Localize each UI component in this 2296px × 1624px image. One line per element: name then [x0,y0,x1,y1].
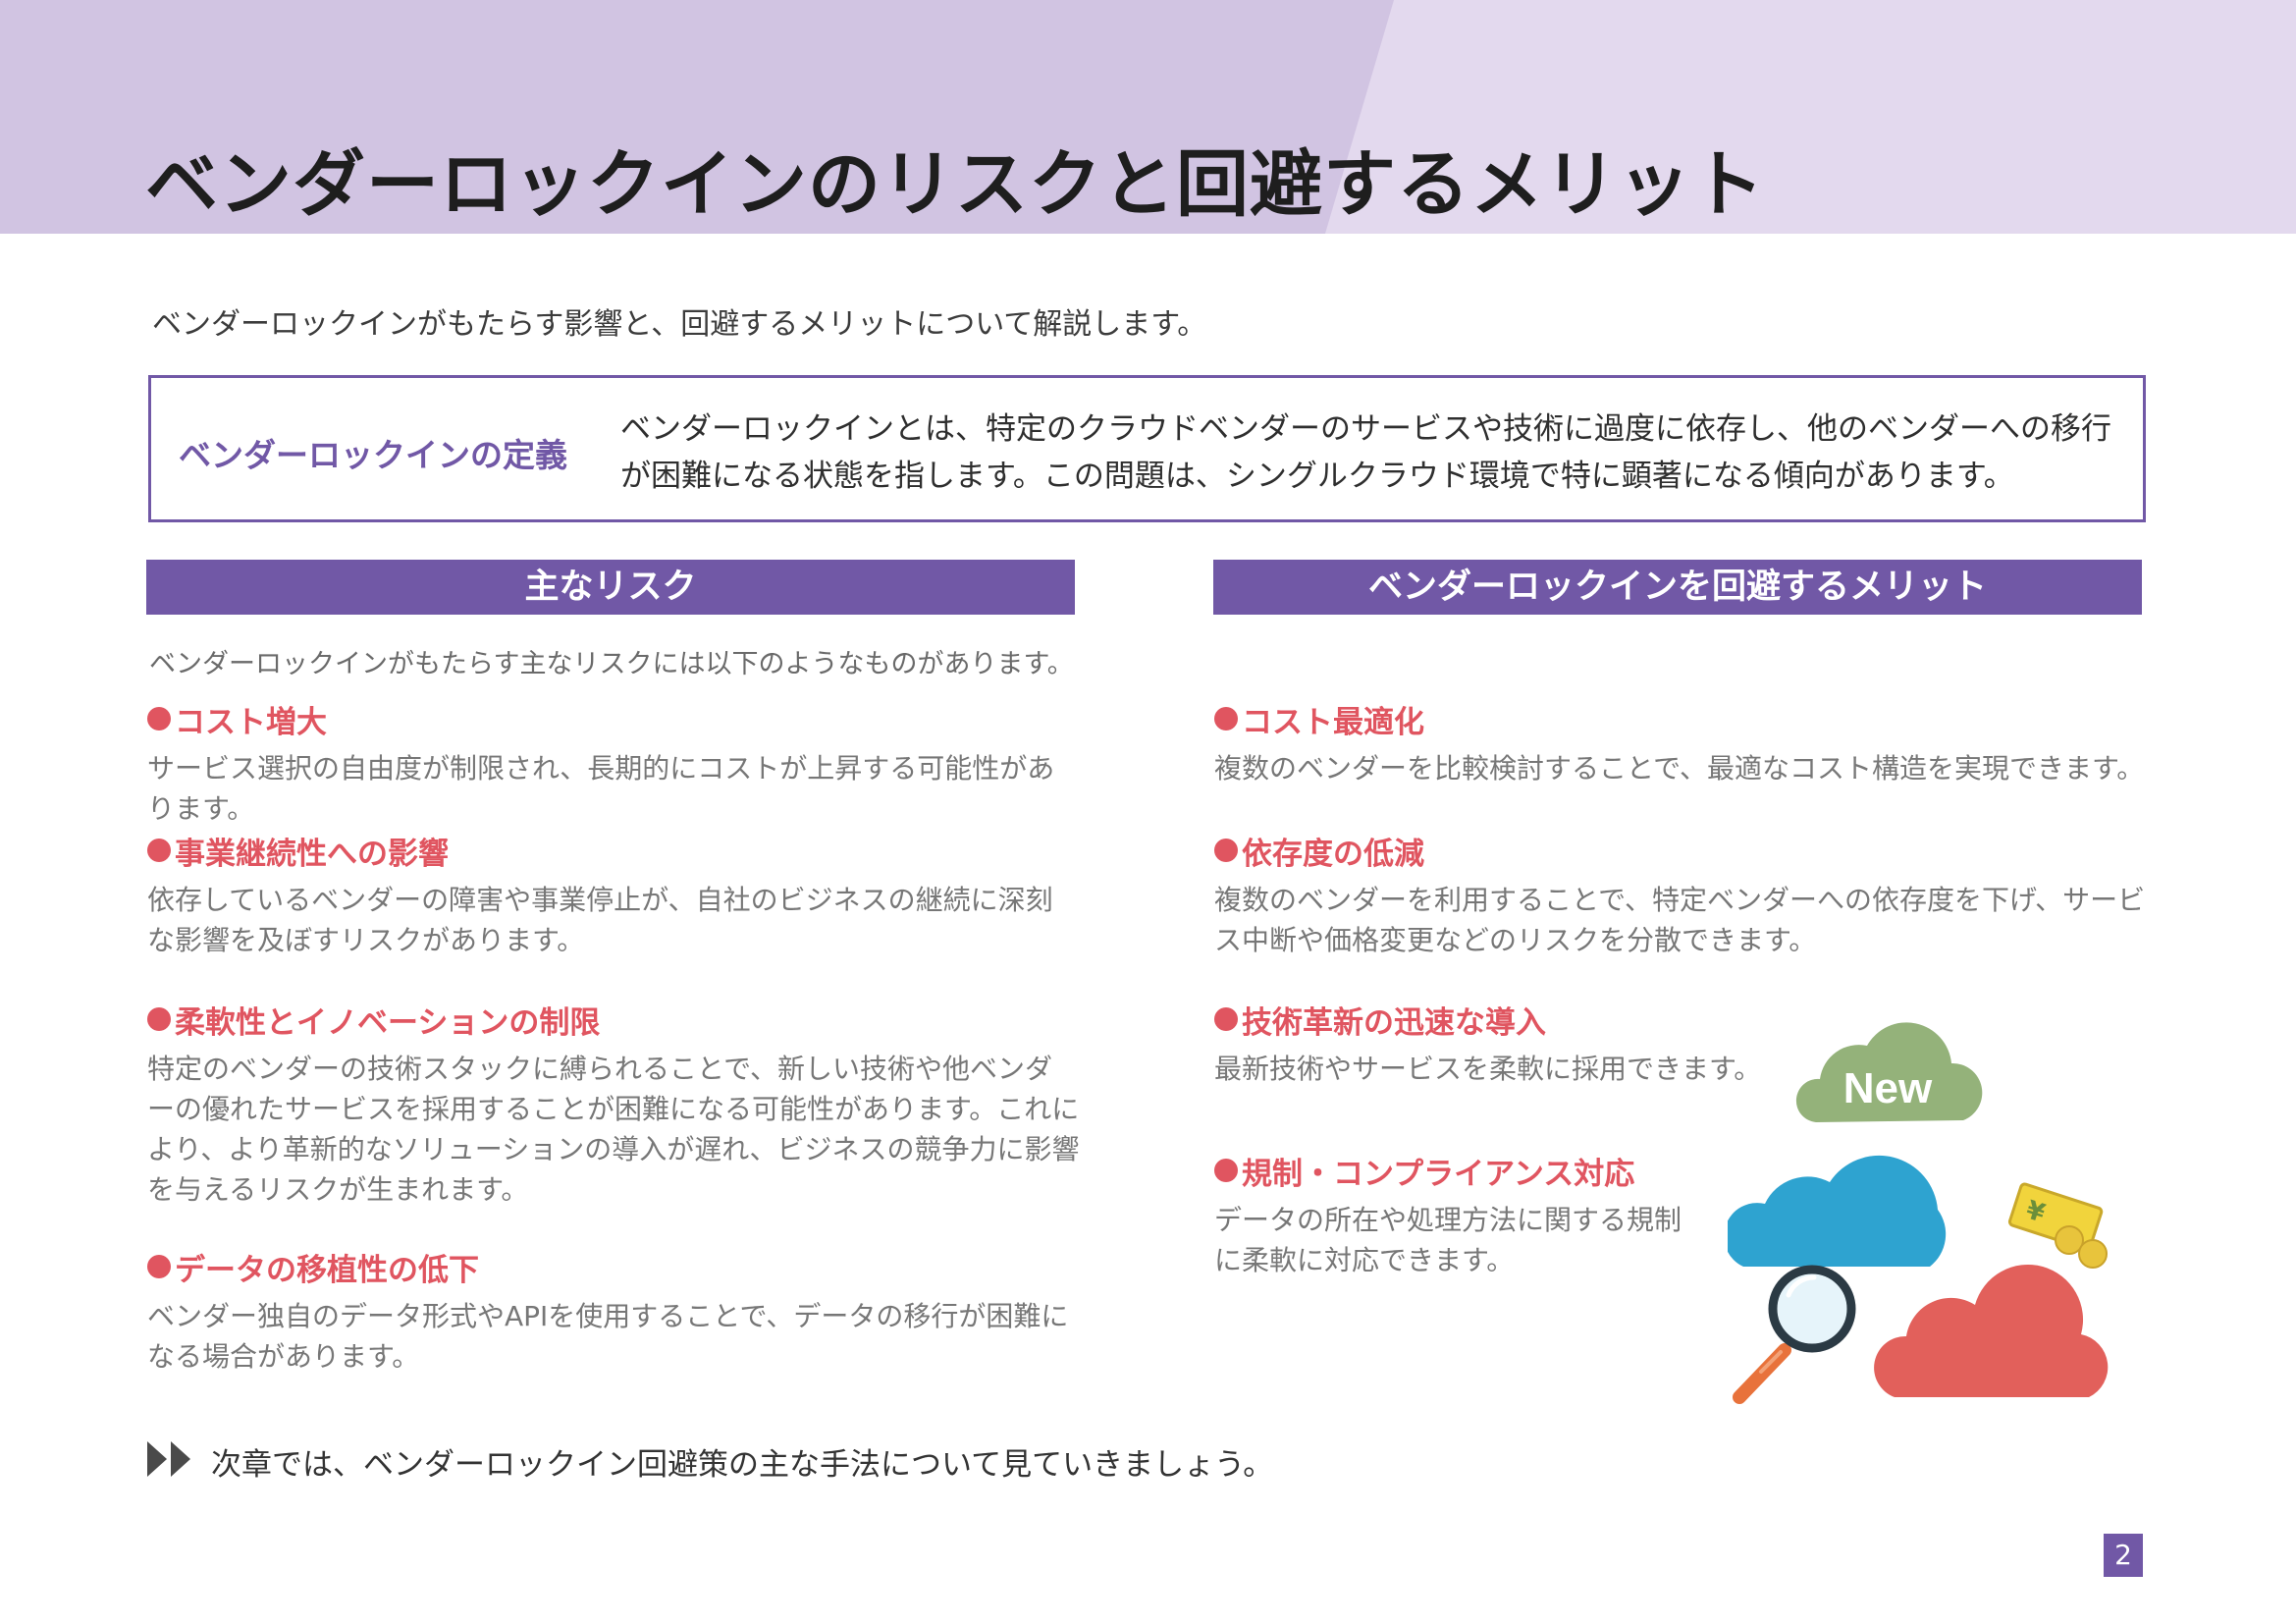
bullet-dot-icon [147,707,171,731]
risk-desc: ベンダー独自のデータ形式やAPIを使用することで、データの移行が困難になる場合が… [147,1300,1069,1373]
bullet-dot-icon [1214,1007,1238,1031]
risk-title: 事業継続性への影響 [175,836,449,872]
risk-title: 柔軟性とイノベーションの制限 [175,1004,601,1041]
bullet-dot-icon [1214,1159,1238,1182]
bullet-dot-icon [147,1007,171,1031]
benefit-item-innovation: 技術革新の迅速な導入 最新技術やサービスを柔軟に採用できます。 [1214,998,1764,1089]
benefit-title: 技術革新の迅速な導入 [1242,1004,1546,1041]
risk-title: データの移植性の低下 [175,1252,479,1288]
new-cloud-icon: New [1795,1022,1983,1122]
definition-label: ベンダーロックインの定義 [179,436,567,474]
risk-item-flexibility: 柔軟性とイノベーションの制限 特定のベンダーの技術スタックに縛られることで、新し… [147,998,1080,1210]
risks-lead: ベンダーロックインがもたらす主なリスクには以下のようなものがあります。 [149,649,1074,679]
risk-desc: 特定のベンダーの技術スタックに縛られることで、新しい技術や他ベンダーの優れたサー… [147,1053,1080,1206]
coin-icon [2078,1239,2108,1269]
benefit-item-compliance: 規制・コンプライアンス対応 データの所在や処理方法に関する規制に柔軟に対応できま… [1214,1149,1695,1280]
benefit-item-cost: コスト最適化 複数のベンダーを比較検討することで、最適なコスト構造を実現できます… [1214,697,2147,788]
definition-box: ベンダーロックインの定義 ベンダーロックインとは、特定のクラウドベンダーのサービ… [148,375,2146,522]
definition-text: ベンダーロックインとは、特定のクラウドベンダーのサービスや技術に過度に依存し、他… [620,411,2111,494]
benefits-heading: ベンダーロックインを回避するメリット [1213,560,2142,615]
benefit-title: コスト最適化 [1242,704,1424,740]
benefit-title: 依存度の低減 [1242,836,1424,872]
benefit-title: 規制・コンプライアンス対応 [1242,1156,1635,1192]
bullet-dot-icon [147,1255,171,1278]
bullet-dot-icon [1214,839,1238,862]
intro-text: ベンダーロックインがもたらす影響と、回避するメリットについて解説します。 [152,307,1207,342]
risk-item-portability: データの移植性の低下 ベンダー独自のデータ形式やAPIを使用することで、データの… [147,1245,1080,1377]
benefit-desc: 複数のベンダーを比較検討することで、最適なコスト構造を実現できます。 [1214,752,2145,785]
risk-item-continuity: 事業継続性への影響 依存しているベンダーの障害や事業停止が、自社のビジネスの継続… [147,829,1080,960]
bullet-dot-icon [1214,707,1238,731]
benefit-desc: データの所在や処理方法に関する規制に柔軟に対応できます。 [1214,1204,1682,1276]
bullet-dot-icon [147,839,171,862]
benefit-item-dependency: 依存度の低減 複数のベンダーを利用することで、特定ベンダーへの依存度を下げ、サー… [1214,829,2147,960]
coin-icon [2055,1225,2084,1255]
header-diagonal-shape [1325,0,2296,234]
risk-title: コスト増大 [175,704,327,740]
risk-desc: 依存しているベンダーの障害や事業停止が、自社のビジネスの継続に深刻な影響を及ぼす… [147,884,1053,956]
new-badge-text: New [1843,1064,1933,1112]
footer-text: 次章では、ベンダーロックイン回避策の主な手法について見ていきましょう。 [211,1447,1274,1483]
page-title: ベンダーロックインのリスクと回避するメリット [145,142,1765,227]
risk-desc: サービス選択の自由度が制限され、長期的にコストが上昇する可能性があります。 [147,752,1055,825]
red-cloud-icon [1874,1264,2109,1397]
magnifier-icon [1733,1265,1856,1404]
header-banner: ベンダーロックインのリスクと回避するメリット [0,0,2296,234]
benefit-desc: 複数のベンダーを利用することで、特定ベンダーへの依存度を下げ、サービス中断や価格… [1214,884,2146,956]
benefit-desc: 最新技術やサービスを柔軟に採用できます。 [1214,1053,1762,1085]
page-number: 2 [2104,1534,2143,1577]
cloud-illustration: New ¥ [1728,1022,2109,1404]
double-chevron-icon [147,1441,190,1477]
risk-item-cost: コスト増大 サービス選択の自由度が制限され、長期的にコストが上昇する可能性があり… [147,697,1080,829]
blue-cloud-icon [1728,1155,1947,1267]
risks-heading: 主なリスク [146,560,1075,615]
